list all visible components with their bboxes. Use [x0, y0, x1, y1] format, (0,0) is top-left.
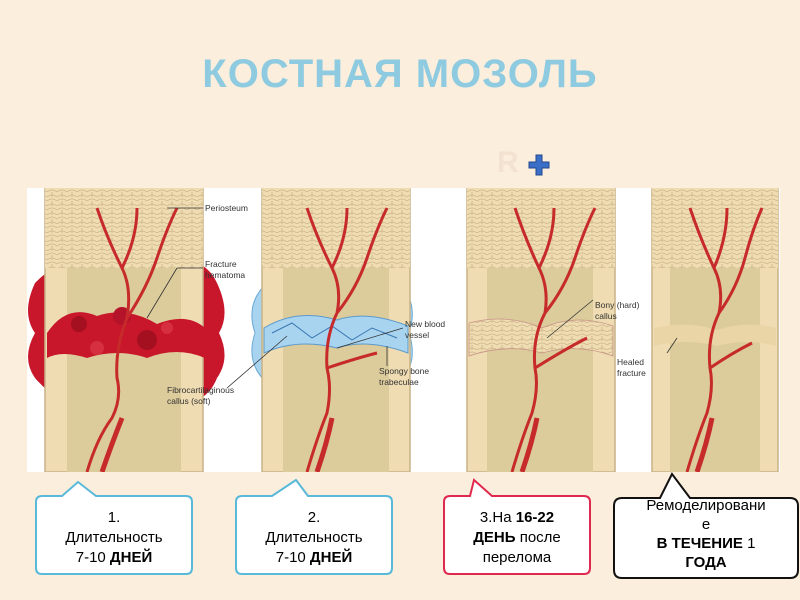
bone-stage-hematoma	[28, 187, 225, 473]
callout-3-line-2: ДЕНЬ после	[473, 529, 561, 546]
callout-1-text: 1. Длительность 7-10 ДНЕЙ	[36, 508, 192, 568]
label-fracture-hematoma-1: Fracture	[205, 259, 237, 269]
label-healed-2: fracture	[617, 368, 646, 378]
label-new-blood-1: New blood	[405, 319, 445, 329]
bone-healing-figure: Periosteum Fracture hematoma New blood v…	[27, 187, 780, 473]
callout-4-line-2: е	[701, 516, 711, 533]
callout-2-shape	[235, 478, 393, 575]
bone-healing-illustration: Periosteum Fracture hematoma New blood v…	[28, 187, 779, 473]
label-bony-1: Bony (hard)	[595, 300, 640, 310]
callout-2-text: 2. Длительность 7-10 ДНЕЙ	[236, 508, 392, 568]
bone-stage-hard-callus	[466, 187, 616, 473]
label-spongy-2: trabeculae	[379, 377, 419, 387]
label-fracture-hematoma-2: hematoma	[205, 270, 245, 280]
callout-3-text: 3.На 16-22 ДЕНЬ после перелома	[444, 508, 590, 568]
callout-4-line-3: В ТЕЧЕНИЕ 1	[656, 535, 756, 552]
slide-title: КОСТНАЯ МОЗОЛЬ	[202, 52, 598, 96]
callout-4-line-1: Ремоделировани	[646, 497, 766, 514]
callout-1-line-1: 1.	[107, 509, 121, 526]
callout-1-line-3: 7-10 ДНЕЙ	[75, 549, 153, 566]
label-new-blood-2: vessel	[405, 330, 429, 340]
label-periosteum: Periosteum	[205, 203, 248, 213]
bone-stage-healed	[651, 187, 779, 473]
label-fibro-2: callus (soft)	[167, 396, 211, 406]
label-bony-2: callus	[595, 311, 617, 321]
callout-3-line-1: 3.На 16-22	[479, 509, 555, 526]
plus-icon	[528, 154, 550, 176]
label-fibro-1: Fibrocartilaginous	[167, 385, 234, 395]
callout-2-line-1: 2.	[307, 509, 321, 526]
figure-labels: Periosteum Fracture hematoma New blood v…	[146, 203, 678, 406]
label-healed-1: Healed	[617, 357, 644, 367]
callout-3-line-3: перелома	[482, 549, 552, 566]
bone-stage-soft-callus	[251, 187, 413, 473]
faint-letter: R	[497, 146, 519, 179]
callout-4-line-4: ГОДА	[685, 554, 727, 571]
callout-1-line-2: Длительность	[65, 529, 163, 546]
callout-2-line-2: Длительность	[265, 529, 363, 546]
callout-1-shape	[35, 480, 193, 575]
callout-4-text: Ремоделировани е В ТЕЧЕНИЕ 1 ГОДА	[614, 496, 798, 572]
label-spongy-1: Spongy bone	[379, 366, 429, 376]
callout-3-shape	[443, 478, 591, 575]
callout-4-shape	[613, 472, 799, 579]
callout-2-line-3: 7-10 ДНЕЙ	[275, 549, 353, 566]
